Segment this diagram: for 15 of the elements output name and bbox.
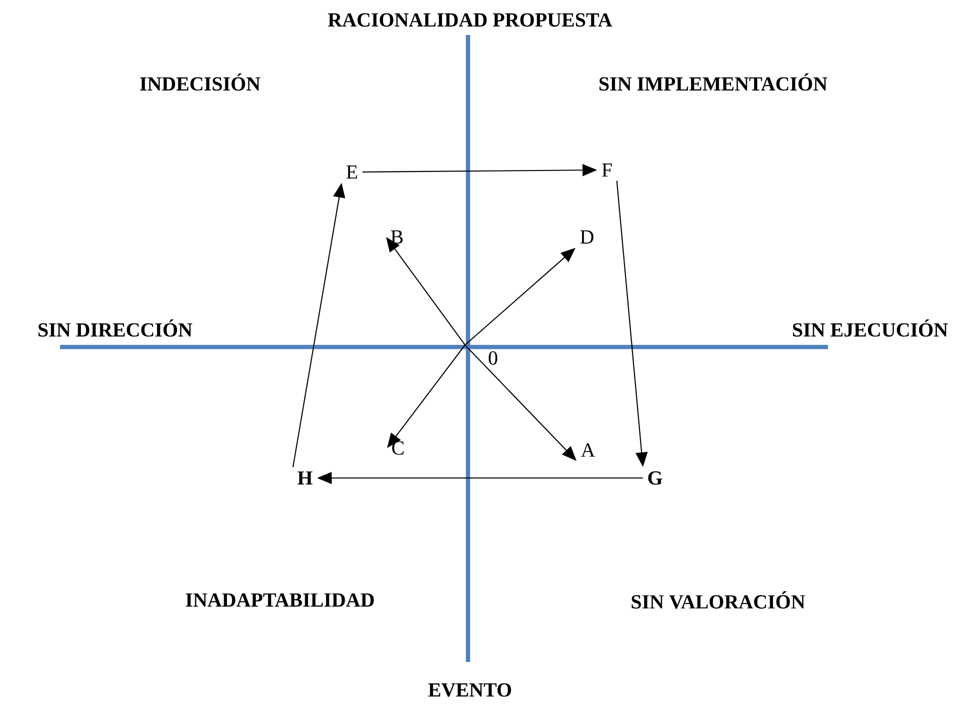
quadrant-label: SIN VALORACIÓN [632,591,806,609]
axis-label: SIN DIRECCIÓN [38,319,192,337]
axis-label: RACIONALIDAD PROPUESTA [328,13,612,27]
axis-label: SIN EJECUCIÓN [793,319,948,337]
point-letter: E [346,165,358,179]
quadrant-label: INDECISIÓN [140,73,260,91]
axis-label: EVENTO [428,683,512,697]
quadrant-label: INADAPTABILIDAD [186,593,374,607]
point-letter: G [648,471,662,485]
point-letter: D [580,230,594,244]
quadrant-label: SIN IMPLEMENTACIÓN [600,73,828,91]
origin-label: 0 [488,351,498,365]
point-letter: A [580,443,596,457]
point-letter: F [602,163,612,177]
point-letter: H [298,471,312,485]
